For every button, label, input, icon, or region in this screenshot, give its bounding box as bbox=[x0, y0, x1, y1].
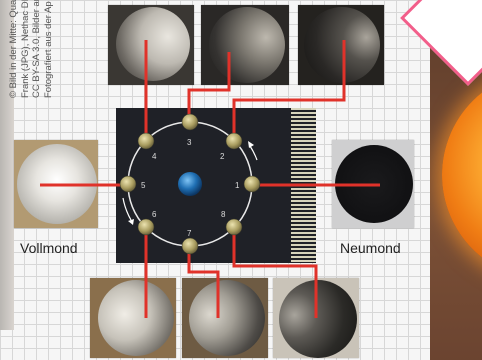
moon-marker-8 bbox=[226, 219, 242, 235]
position-number-3: 3 bbox=[187, 138, 192, 147]
moon-marker-2 bbox=[226, 133, 242, 149]
moon-marker-6 bbox=[138, 219, 154, 235]
full-moon-label: Vollmond bbox=[20, 240, 78, 256]
connector-line-3 bbox=[189, 52, 229, 122]
moon-marker-3 bbox=[182, 114, 198, 130]
connector-line-7 bbox=[189, 246, 218, 318]
moon-marker-1 bbox=[244, 176, 260, 192]
position-number-2: 2 bbox=[220, 152, 225, 161]
connector-line-2 bbox=[234, 40, 344, 141]
position-number-8: 8 bbox=[221, 210, 226, 219]
new-moon-label: Neumond bbox=[340, 240, 401, 256]
position-number-4: 4 bbox=[152, 152, 157, 161]
connector-line-8 bbox=[234, 227, 316, 318]
position-number-6: 6 bbox=[152, 210, 157, 219]
position-number-1: 1 bbox=[235, 181, 240, 190]
earth-icon bbox=[178, 172, 202, 196]
connector-lines bbox=[40, 40, 380, 318]
position-number-7: 7 bbox=[187, 229, 192, 238]
moon-marker-4 bbox=[138, 133, 154, 149]
direction-arrow-upper bbox=[250, 146, 257, 160]
moon-marker-7 bbox=[182, 238, 198, 254]
moon-marker-5 bbox=[120, 176, 136, 192]
position-number-5: 5 bbox=[141, 181, 146, 190]
